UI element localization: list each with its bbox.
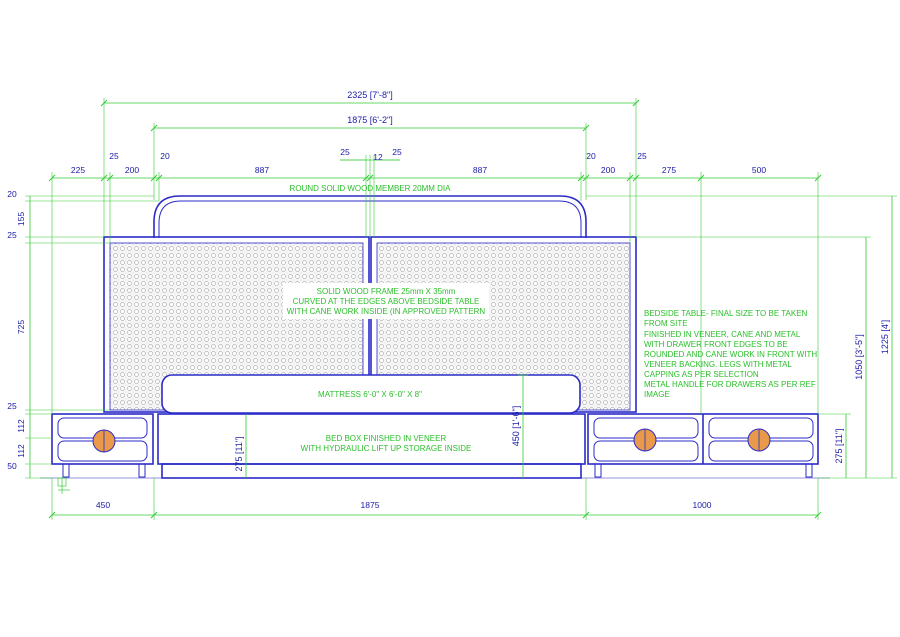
svg-text:25: 25 <box>637 151 647 161</box>
svg-text:WITH CANE WORK INSIDE (IN APPR: WITH CANE WORK INSIDE (IN APPROVED PATTE… <box>287 307 486 316</box>
svg-text:BEDSIDE TABLE- FINAL SIZE TO B: BEDSIDE TABLE- FINAL SIZE TO BE TAKEN <box>644 309 808 318</box>
dim-bottom-segments: 450 1875 1000 <box>96 500 712 510</box>
svg-text:CAPPING AS PER SELECTION: CAPPING AS PER SELECTION <box>644 370 759 379</box>
svg-text:112: 112 <box>16 444 26 458</box>
note-bedbox: BED BOX FINISHED IN VENEER WITH HYDRAULI… <box>301 434 472 453</box>
dim-bed: 1875 [6'-2"] <box>347 115 392 125</box>
svg-text:275 [11"]: 275 [11"] <box>234 436 244 471</box>
svg-text:450: 450 <box>96 500 110 510</box>
note-bedside: BEDSIDE TABLE- FINAL SIZE TO BE TAKEN FR… <box>644 309 817 399</box>
svg-text:CURVED AT THE EDGES ABOVE BEDS: CURVED AT THE EDGES ABOVE BEDSIDE TABLE <box>293 297 480 306</box>
svg-text:25: 25 <box>7 401 17 411</box>
bedside-table-right <box>587 413 819 478</box>
svg-text:WITH HYDRAULIC LIFT UP STORAGE: WITH HYDRAULIC LIFT UP STORAGE INSIDE <box>301 444 472 453</box>
note-mattress: MATTRESS 6'-0" X 6'-0" X 8" <box>318 390 422 399</box>
svg-text:25: 25 <box>109 151 119 161</box>
svg-text:20: 20 <box>160 151 170 161</box>
svg-text:ROUNDED AND CANE WORK IN FRONT: ROUNDED AND CANE WORK IN FRONT WITH <box>644 350 817 359</box>
dim-left-segments: 20 155 25 725 25 112 112 50 <box>7 189 26 471</box>
svg-text:50: 50 <box>7 461 17 471</box>
note-frame: SOLID WOOD FRAME 25mm X 35mm CURVED AT T… <box>287 287 486 316</box>
svg-text:500: 500 <box>752 165 766 175</box>
dim-right-segments: 1225 [4'] 1050 [3'-5"] 275 [11"] <box>834 320 890 464</box>
svg-text:1050 [3'-5"]: 1050 [3'-5"] <box>854 334 864 379</box>
svg-text:VENEER BACKING. LEGS WITH META: VENEER BACKING. LEGS WITH METAL <box>644 360 792 369</box>
svg-text:225: 225 <box>71 165 85 175</box>
dim-top-segments: 225 25 200 20 887 25 12 25 887 20 200 25… <box>71 147 766 175</box>
svg-text:887: 887 <box>473 165 487 175</box>
dim-overall: 2325 [7'-8"] <box>347 90 392 100</box>
svg-text:887: 887 <box>255 165 269 175</box>
svg-text:25: 25 <box>392 147 402 157</box>
bedside-table-left <box>51 413 154 478</box>
frame-note-bg <box>283 283 489 319</box>
svg-text:BED BOX FINISHED IN VENEER: BED BOX FINISHED IN VENEER <box>326 434 447 443</box>
svg-text:SOLID WOOD FRAME 25mm X 35mm: SOLID WOOD FRAME 25mm X 35mm <box>317 287 456 296</box>
svg-text:1875: 1875 <box>361 500 380 510</box>
svg-text:12: 12 <box>373 152 383 162</box>
svg-text:FINISHED IN VENEER, CANE AND M: FINISHED IN VENEER, CANE AND METAL <box>644 330 801 339</box>
svg-text:20: 20 <box>7 189 17 199</box>
svg-text:FROM SITE: FROM SITE <box>644 319 688 328</box>
svg-text:20: 20 <box>586 151 596 161</box>
svg-text:200: 200 <box>125 165 139 175</box>
dim-inner-segments: 275 [11"] 450 [1'-6"] <box>234 406 521 472</box>
dimension-ticks <box>48 99 822 519</box>
svg-text:200: 200 <box>601 165 615 175</box>
svg-text:1225 [4']: 1225 [4'] <box>880 320 890 354</box>
svg-text:155: 155 <box>16 212 26 226</box>
svg-text:275: 275 <box>662 165 676 175</box>
svg-text:450 [1'-6"]: 450 [1'-6"] <box>511 406 521 446</box>
svg-text:275 [11"]: 275 [11"] <box>834 428 844 463</box>
note-rod: ROUND SOLID WOOD MEMBER 20MM DIA <box>290 184 452 193</box>
svg-text:METAL HANDLE FOR DRAWERS AS PE: METAL HANDLE FOR DRAWERS AS PER REF <box>644 380 816 389</box>
svg-text:112: 112 <box>16 419 26 433</box>
svg-text:IMAGE: IMAGE <box>644 390 670 399</box>
svg-text:725: 725 <box>16 320 26 334</box>
svg-text:WITH DRAWER FRONT EDGES TO BE: WITH DRAWER FRONT EDGES TO BE <box>644 340 788 349</box>
mattress <box>161 374 581 414</box>
svg-text:1000: 1000 <box>693 500 712 510</box>
origin-marker-icon <box>57 477 70 494</box>
svg-text:25: 25 <box>7 230 17 240</box>
dimension-lines <box>25 98 897 520</box>
svg-text:25: 25 <box>340 147 350 157</box>
